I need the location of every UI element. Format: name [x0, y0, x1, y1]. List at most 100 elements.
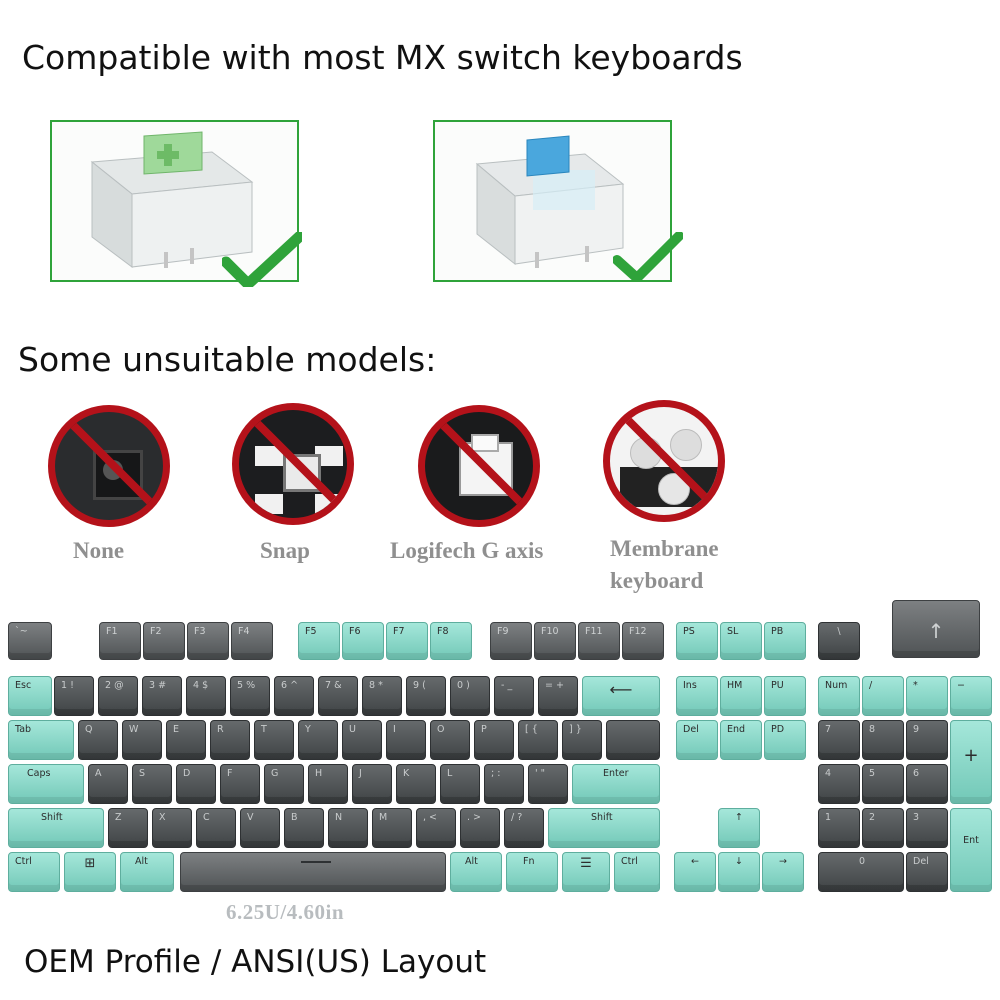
- key: 4 $: [186, 676, 226, 716]
- key: Esc: [8, 676, 52, 716]
- key: 6: [906, 764, 948, 804]
- key: 5: [862, 764, 904, 804]
- key: Y: [298, 720, 338, 760]
- key: F9: [490, 622, 532, 660]
- key: B: [284, 808, 324, 848]
- unsuitable-label-logitech: Logifech G axis: [390, 538, 544, 563]
- key: ⟵: [582, 676, 660, 716]
- blue-switch-icon: [475, 135, 625, 268]
- unsuitable-heading: Some unsuitable models:: [18, 340, 437, 379]
- key: F10: [534, 622, 576, 660]
- key: F1: [99, 622, 141, 660]
- key: F8: [430, 622, 472, 660]
- compatible-heading: Compatible with most MX switch keyboards: [22, 38, 743, 77]
- key: F4: [231, 622, 273, 660]
- key: ←: [674, 852, 716, 892]
- key: →: [762, 852, 804, 892]
- key: F: [220, 764, 260, 804]
- check-icon: [222, 232, 302, 287]
- key: H: [308, 764, 348, 804]
- key: Del: [676, 720, 718, 760]
- check-icon: [613, 232, 683, 282]
- key: 7 &: [318, 676, 358, 716]
- key: 9 (: [406, 676, 446, 716]
- key: . >: [460, 808, 500, 848]
- key: PD: [764, 720, 806, 760]
- key: Num: [818, 676, 860, 716]
- key: J: [352, 764, 392, 804]
- key: K: [396, 764, 436, 804]
- key: 3 #: [142, 676, 182, 716]
- spacebar: [180, 852, 446, 892]
- key: 7: [818, 720, 860, 760]
- key: 0: [818, 852, 904, 892]
- key: 4: [818, 764, 860, 804]
- key: ↑: [892, 600, 980, 658]
- key: 8: [862, 720, 904, 760]
- key: ] }: [562, 720, 602, 760]
- spacebar-dimension-label: 6.25U/4.60in: [226, 900, 345, 924]
- key: PB: [764, 622, 806, 660]
- key: Fn: [506, 852, 558, 892]
- key: F6: [342, 622, 384, 660]
- key: / ?: [504, 808, 544, 848]
- key: 3: [906, 808, 948, 848]
- key: [606, 720, 660, 760]
- key: Enter: [572, 764, 660, 804]
- compatible-switch-blue: [433, 120, 683, 282]
- key: C: [196, 808, 236, 848]
- no-stem-switch-prohibited-icon: [48, 405, 170, 527]
- key: 5 %: [230, 676, 270, 716]
- key: G: [264, 764, 304, 804]
- key: SL: [720, 622, 762, 660]
- green-switch-icon: [90, 131, 254, 268]
- key: Ins: [676, 676, 718, 716]
- key: I: [386, 720, 426, 760]
- key: PU: [764, 676, 806, 716]
- key: Q: [78, 720, 118, 760]
- key: Shift: [8, 808, 104, 848]
- key: R: [210, 720, 250, 760]
- key: O: [430, 720, 470, 760]
- key: End: [720, 720, 762, 760]
- key: Ctrl: [8, 852, 60, 892]
- key: Alt: [120, 852, 174, 892]
- key: Ent: [950, 808, 992, 892]
- key: F11: [578, 622, 620, 660]
- key: ↑: [718, 808, 760, 848]
- key: PS: [676, 622, 718, 660]
- unsuitable-label-membrane-line2: keyboard: [610, 568, 704, 593]
- key: *: [906, 676, 948, 716]
- key: `~: [8, 622, 52, 660]
- key: F12: [622, 622, 664, 660]
- membrane-keyboard-prohibited-icon: [603, 400, 725, 522]
- key: Tab: [8, 720, 74, 760]
- key: −: [950, 676, 992, 716]
- key: = +: [538, 676, 578, 716]
- key: ⊞: [64, 852, 116, 892]
- key: 0 ): [450, 676, 490, 716]
- key: Z: [108, 808, 148, 848]
- unsuitable-label-none: None: [73, 538, 125, 563]
- key: ; :: [484, 764, 524, 804]
- key: ↓: [718, 852, 760, 892]
- key: 1 !: [54, 676, 94, 716]
- key: 2: [862, 808, 904, 848]
- key: , <: [416, 808, 456, 848]
- key: Ctrl: [614, 852, 660, 892]
- key: Del: [906, 852, 948, 892]
- key: HM: [720, 676, 762, 716]
- key: X: [152, 808, 192, 848]
- key: +: [950, 720, 992, 804]
- compatible-switch-green: [50, 120, 302, 287]
- key: V: [240, 808, 280, 848]
- key: 6 ^: [274, 676, 314, 716]
- key: Caps: [8, 764, 84, 804]
- key: F5: [298, 622, 340, 660]
- key: T: [254, 720, 294, 760]
- logitech-g-switch-prohibited-icon: [418, 405, 540, 527]
- key: 1: [818, 808, 860, 848]
- key: F3: [187, 622, 229, 660]
- key: F2: [143, 622, 185, 660]
- layout-footer: OEM Profile / ANSI(US) Layout: [24, 944, 487, 980]
